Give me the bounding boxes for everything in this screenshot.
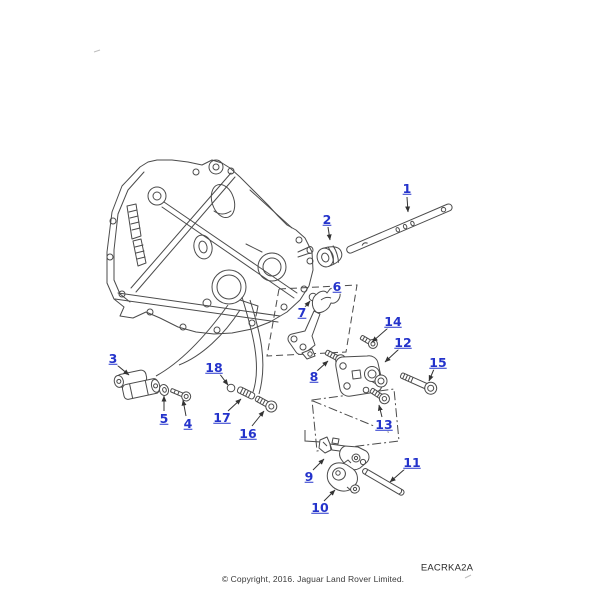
callout-11[interactable]: 11 [402,454,422,470]
part-13-bolt [369,387,390,405]
part-16-bolt [254,395,278,413]
callout-leader-lines [116,196,435,502]
part-6-selector-fork [287,287,341,360]
callout-2[interactable]: 2 [321,211,333,227]
part-9-selector-lever [318,436,370,471]
callout-4[interactable]: 4 [182,415,194,431]
copyright-notice: © Copyright, 2016. Jaguar Land Rover Lim… [221,574,405,584]
callout-12[interactable]: 12 [393,334,413,350]
callout-10[interactable]: 10 [310,499,330,515]
callout-5[interactable]: 5 [158,410,170,426]
drawing-code: EACRKA2A [420,562,474,574]
part-15-long-bolt [399,372,438,395]
part-12-bracket [335,355,388,397]
part-14-bolt [359,335,378,349]
callout-6[interactable]: 6 [331,278,343,294]
part-5-washer [158,384,170,396]
callout-15[interactable]: 15 [428,354,448,370]
callout-18[interactable]: 18 [204,359,224,375]
callout-14[interactable]: 14 [383,313,403,329]
part-4-bolt [170,388,192,402]
part-11-rod [362,468,405,496]
gearbox-housing-drawing [106,159,314,335]
callout-8[interactable]: 8 [308,368,320,384]
part-18-ball [226,383,236,393]
part-2-bushing [316,245,343,268]
part-1-selector-shaft [346,203,453,254]
callout-3[interactable]: 3 [107,350,119,366]
part-10-pivot-housing [326,459,360,494]
dashed-group-box-6 [266,284,358,357]
callout-7[interactable]: 7 [296,304,308,320]
stray-marks [93,49,472,579]
callout-17[interactable]: 17 [212,409,232,425]
part-3-clamp-bracket [113,369,161,400]
callout-9[interactable]: 9 [303,468,315,484]
part-17-detent-pin [236,386,256,400]
callout-16[interactable]: 16 [238,425,258,441]
callout-13[interactable]: 13 [374,416,394,432]
callout-1[interactable]: 1 [401,180,413,196]
